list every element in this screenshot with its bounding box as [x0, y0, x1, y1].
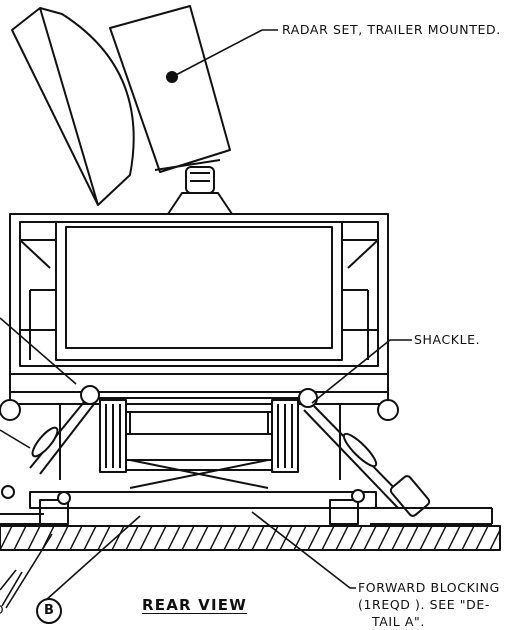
tiedown-left [1, 385, 127, 499]
leader-left-lower-2 [5, 533, 53, 609]
leader-lines [0, 29, 412, 609]
label-partial-left: D [0, 602, 4, 617]
label-radar-set: RADAR SET, TRAILER MOUNTED. [282, 22, 501, 37]
leader-b [45, 515, 141, 601]
leader-left-lower-1 [1, 571, 23, 607]
pedestal [154, 159, 233, 215]
deck-floor [0, 525, 501, 551]
leader-radar [171, 29, 278, 78]
trailer-body [9, 213, 389, 375]
label-forward-blocking-1: FORWARD BLOCKING [358, 580, 500, 595]
callout-b: B [36, 598, 62, 624]
label-forward-blocking-2: (1REQD ). SEE "DE- [358, 597, 490, 612]
leader-shackle [311, 339, 412, 404]
base-skid [0, 489, 493, 525]
view-title: REAR VIEW [142, 596, 247, 614]
leader-forward-blocking [251, 511, 356, 589]
tiedown-right [271, 388, 431, 517]
antenna-dish [11, 7, 135, 206]
leader-left-middle [0, 429, 31, 449]
label-forward-blocking-3: TAIL A". [372, 614, 425, 629]
leader-left-lower-3 [0, 569, 17, 591]
leader-left-upper [0, 317, 77, 385]
radar-box [109, 5, 231, 173]
label-shackle: SHACKLE. [414, 332, 481, 347]
deck-hatching [0, 525, 501, 551]
